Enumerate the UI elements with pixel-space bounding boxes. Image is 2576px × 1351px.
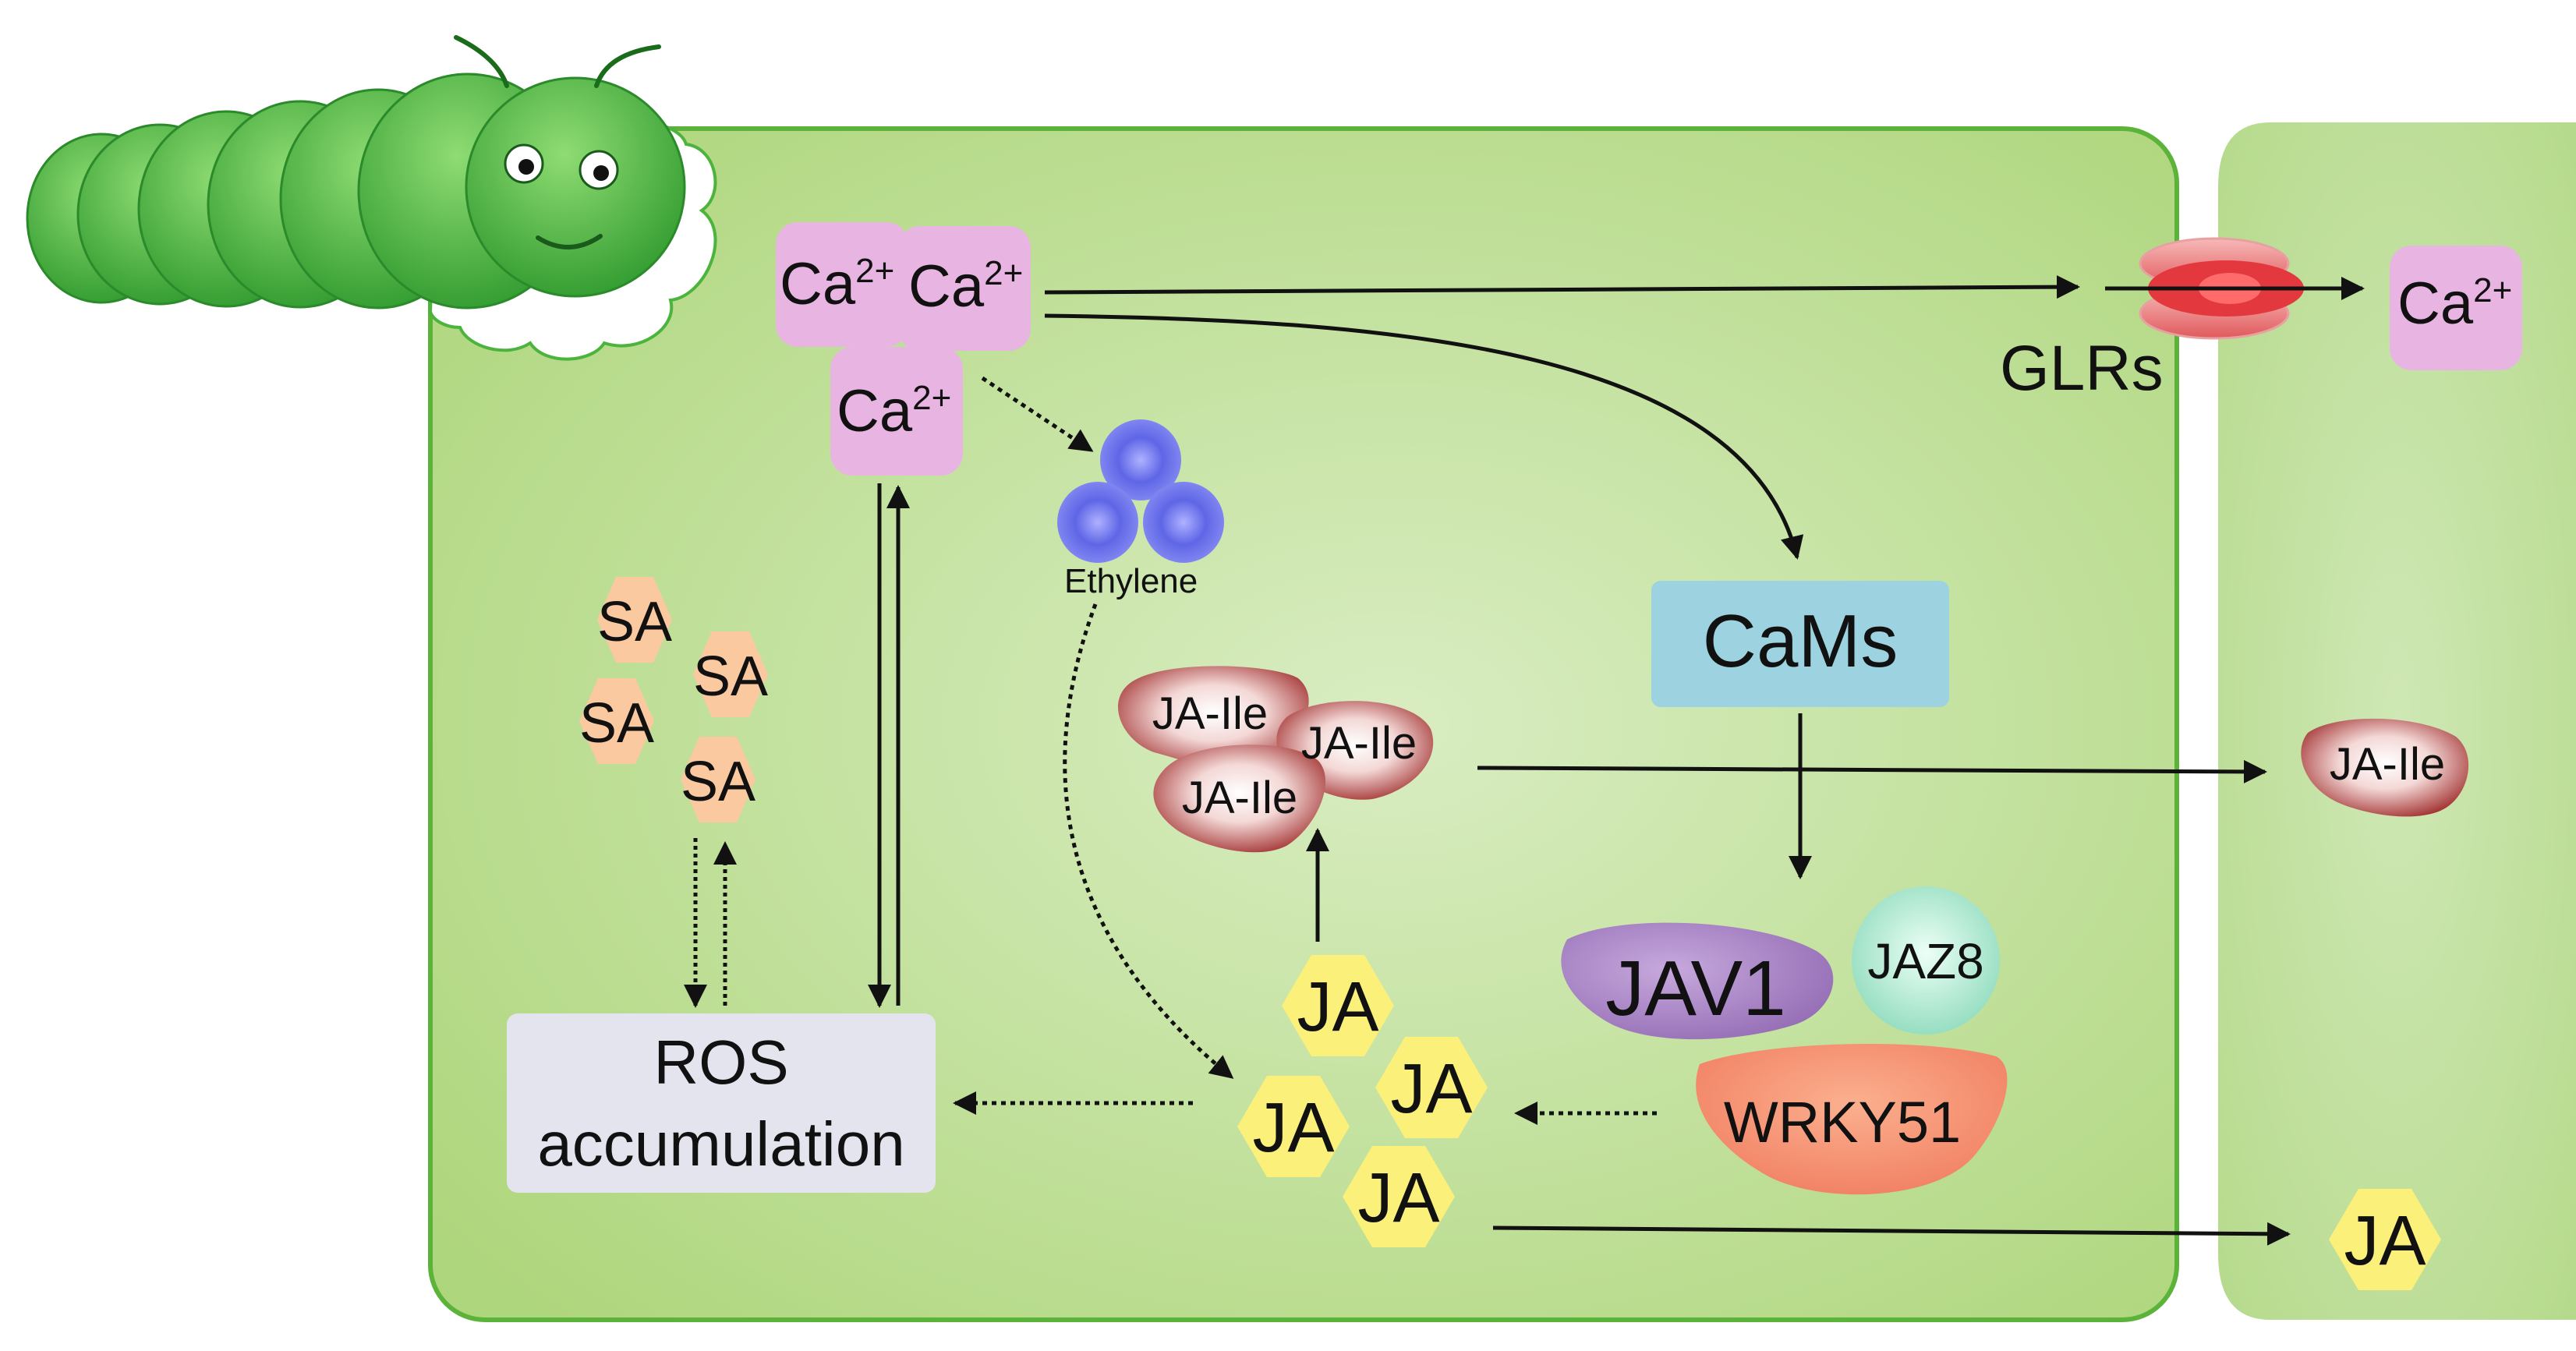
ja-ile-cluster: JA-Ile JA-Ile JA-Ile JA-Ile <box>1117 666 2469 853</box>
calcium-label: Ca2+ <box>2397 271 2512 337</box>
ja-ile-label: JA-Ile <box>1152 688 1268 739</box>
ros-box <box>507 1013 936 1193</box>
sa-label: SA <box>579 692 654 755</box>
sa-cluster: SA SA SA SA <box>579 577 768 822</box>
ja-cluster: JA JA JA JA JA <box>1237 955 2441 1290</box>
calcium-ion-box <box>776 222 908 347</box>
jaz8-label: JAZ8 <box>1867 933 1983 989</box>
arrow-ca-to-cams <box>1044 313 1804 560</box>
jav1-label: JAV1 <box>1605 945 1786 1032</box>
glrs-label: GLRs <box>2000 333 2164 404</box>
ja-label: JA <box>1390 1050 1472 1128</box>
calcium-ion-box <box>898 226 1031 351</box>
caterpillar-icon <box>26 35 717 361</box>
ros-label-line2: accumulation <box>537 1109 904 1179</box>
sa-label: SA <box>693 645 768 708</box>
wrky51-label: WRKY51 <box>1724 1090 1961 1155</box>
arrow-ca-to-glrs <box>1044 275 2080 299</box>
cams-label: CaMs <box>1703 599 1898 683</box>
jav1-jaz8-wrky51-complex: JAV1 JAZ8 WRKY51 <box>1561 886 2008 1195</box>
calcium-label: Ca2+ <box>908 253 1023 320</box>
ja-label: JA <box>1357 1159 1439 1237</box>
ja-label: JA <box>2344 1202 2426 1280</box>
ja-label: JA <box>1252 1089 1334 1167</box>
arrow-ja-ile-to-neighbor <box>1477 759 2267 783</box>
arrows <box>684 275 2365 1246</box>
ethylene-icon <box>1057 419 1224 563</box>
arrow-ca-to-ethylene <box>981 376 1094 453</box>
ja-ile-label: JA-Ile <box>1182 773 1297 823</box>
ros-label-line1: ROS <box>653 1027 788 1097</box>
ja-label: JA <box>1297 968 1378 1046</box>
ja-ile-label: JA-Ile <box>1301 718 1417 769</box>
sa-label: SA <box>681 751 755 813</box>
ethylene-label: Ethylene <box>1064 562 1198 600</box>
ja-ile-label: JA-Ile <box>2330 739 2445 790</box>
calcium-ion-box <box>830 347 963 476</box>
calcium-cluster: Ca2+ Ca2+ Ca2+ Ca2+ <box>776 222 2522 476</box>
arrow-ethylene-to-ja <box>1063 603 1234 1079</box>
sa-label: SA <box>597 591 672 653</box>
cams-box <box>1651 581 1949 707</box>
calcium-ion-box <box>2390 246 2522 370</box>
calcium-label: Ca2+ <box>780 251 894 317</box>
calcium-label: Ca2+ <box>837 378 951 444</box>
arrow-ja-to-neighbor <box>1492 1222 2291 1246</box>
